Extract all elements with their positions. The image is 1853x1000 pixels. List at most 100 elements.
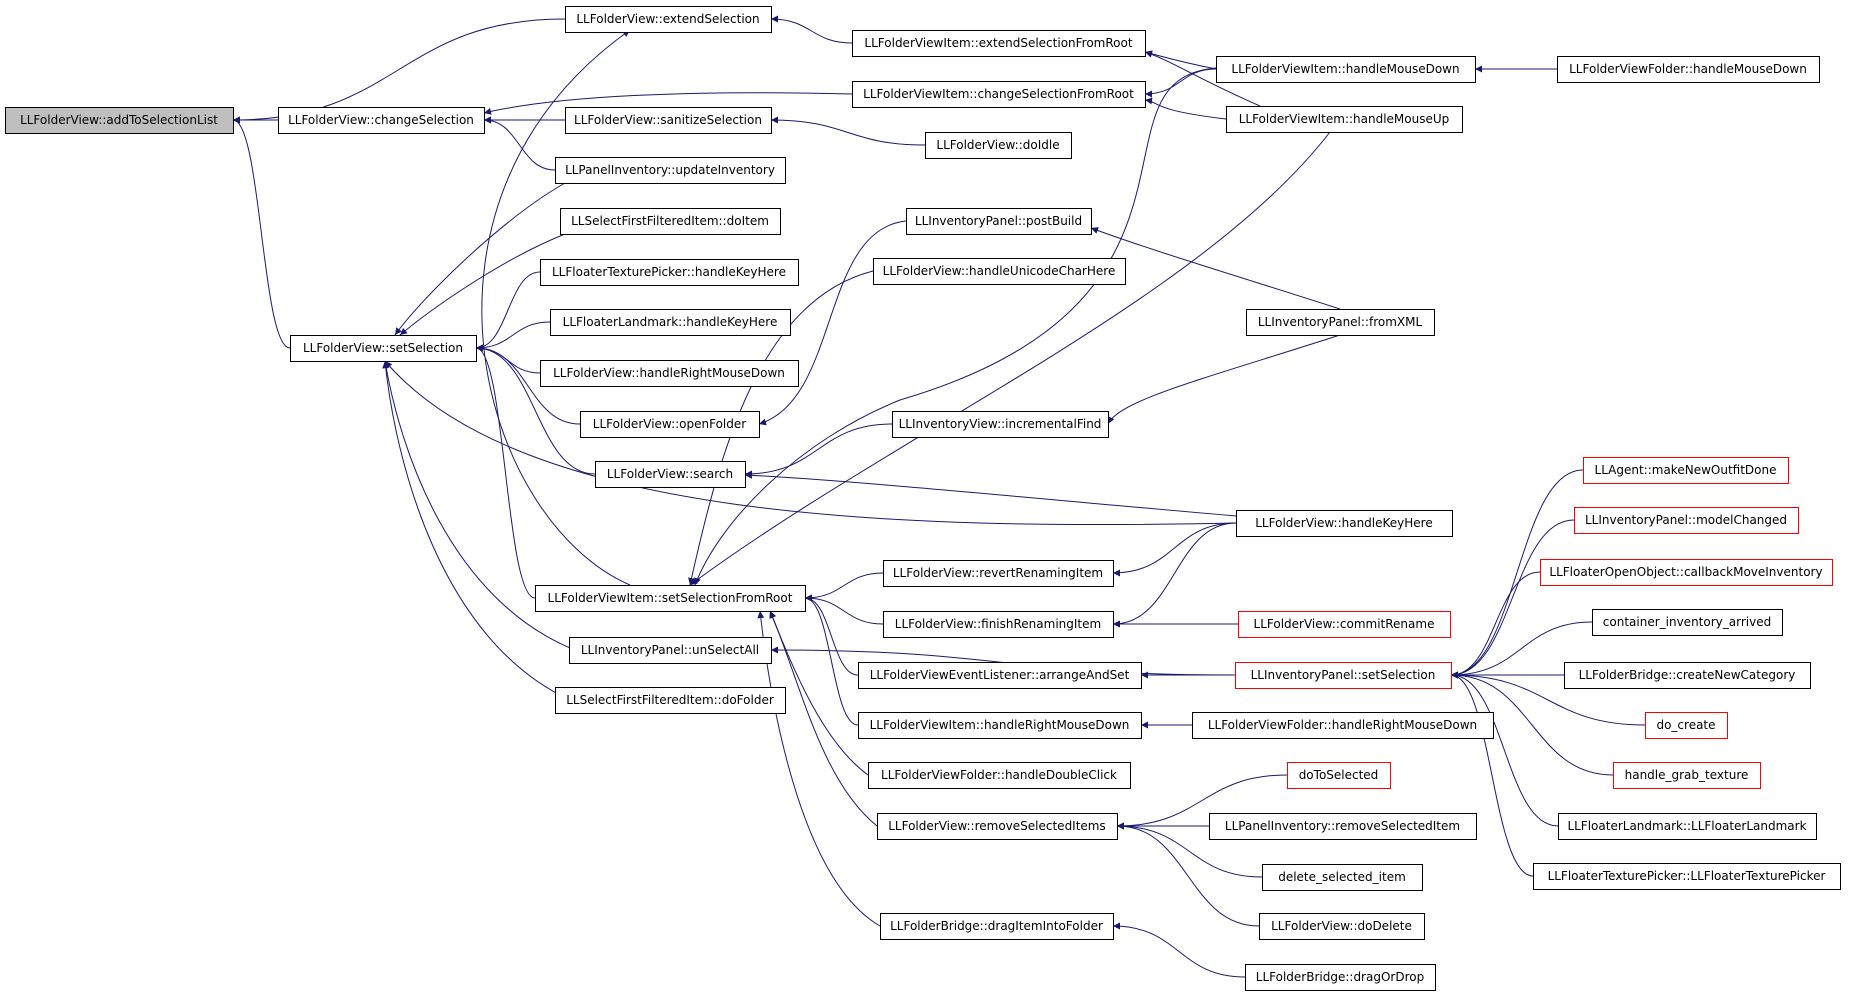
- node-label: LLInventoryPanel::setSelection: [1251, 668, 1436, 682]
- node-box: [877, 813, 1118, 840]
- node-label: LLAgent::makeNewOutfitDone: [1595, 463, 1777, 477]
- node-box: [873, 258, 1126, 285]
- edge-n25-to-n14: [744, 423, 893, 478]
- node-label: LLInventoryPanel::modelChanged: [1585, 513, 1787, 527]
- node-handle-grab-texture[interactable]: handle_grab_texture: [1613, 762, 1761, 789]
- edge-n14-to-n4: [475, 344, 596, 475]
- node-llpanelinventory-removeselecteditem[interactable]: LLPanelInventory::removeSelectedItem: [1209, 813, 1477, 840]
- node-llfolderviewfolder-handlerightmousedown[interactable]: LLFolderViewFolder::handleRightMouseDown: [1192, 712, 1494, 739]
- node-llinventorypanel-unselectall[interactable]: LLInventoryPanel::unSelectAll: [569, 637, 772, 664]
- node-llfolderview-commitrename[interactable]: LLFolderView::commitRename: [1238, 611, 1451, 638]
- node-llfolderview-handlerightmousedown[interactable]: LLFolderView::handleRightMouseDown: [540, 360, 799, 387]
- node-label: LLFolderView::handleRightMouseDown: [553, 366, 785, 380]
- edge-n45-to-n31: [1450, 621, 1593, 679]
- edge-n24-to-n25: [1107, 334, 1341, 425]
- edge-n6-to-n3: [483, 92, 853, 115]
- node-label: LLFolderViewFolder::handleMouseDown: [1569, 62, 1807, 76]
- node-llfolderview-addtoselectionlist[interactable]: LLFolderView::addToSelectionList: [5, 107, 234, 134]
- node-llfolderview-sanitizeselection[interactable]: LLFolderView::sanitizeSelection: [565, 107, 772, 134]
- node-llfloatertexturepicker-handlekeyhere[interactable]: LLFloaterTexturePicker::handleKeyHere: [540, 259, 799, 286]
- node-box: [858, 712, 1142, 739]
- node-dotoselected[interactable]: doToSelected: [1287, 762, 1391, 789]
- node-llfoldervieweventlistener-arrangeandset[interactable]: LLFolderViewEventListener::arrangeAndSet: [858, 662, 1142, 689]
- node-llinventorypanel-modelchanged[interactable]: LLInventoryPanel::modelChanged: [1574, 507, 1799, 534]
- node-llfolderview-changeselection[interactable]: LLFolderView::changeSelection: [278, 107, 485, 134]
- node-llfolderview-finishrenamingitem[interactable]: LLFolderView::finishRenamingItem: [883, 611, 1114, 638]
- node-label: LLFloaterTexturePicker::handleKeyHere: [552, 265, 786, 279]
- edge-n8-to-n3: [483, 116, 556, 171]
- edge-n27-to-n15: [804, 572, 884, 602]
- node-llfolderview-handleunicodecharhere[interactable]: LLFolderView::handleUnicodeCharHere: [873, 258, 1126, 285]
- node-llfolderview-dodelete[interactable]: LLFolderView::doDelete: [1259, 913, 1425, 940]
- node-llfloaterlandmark-llfloaterlandmark[interactable]: LLFloaterLandmark::LLFloaterLandmark: [1558, 813, 1817, 840]
- node-llfolderbridge-dragordrop[interactable]: LLFolderBridge::dragOrDrop: [1245, 964, 1436, 991]
- node-llfolderviewitem-extendselectionfromroot[interactable]: LLFolderViewItem::extendSelectionFromRoo…: [852, 30, 1146, 57]
- node-label: LLFolderView::openFolder: [593, 417, 746, 431]
- node-llfloaterlandmark-handlekeyhere[interactable]: LLFloaterLandmark::handleKeyHere: [550, 309, 791, 336]
- node-llfolderbridge-dragitemintofolder[interactable]: LLFolderBridge::dragItemIntoFolder: [880, 913, 1114, 940]
- node-llfolderbridge-createnewcategory[interactable]: LLFolderBridge::createNewCategory: [1564, 662, 1811, 689]
- node-box: [1613, 762, 1761, 789]
- edge-n38-to-n35: [1116, 822, 1263, 878]
- edge-n18-to-n5: [1144, 50, 1217, 70]
- node-label: LLFolderView::removeSelectedItems: [888, 819, 1106, 833]
- node-box: [1209, 813, 1477, 840]
- node-llfloateropenobject-callbackmoveinventory[interactable]: LLFloaterOpenObject::callbackMoveInvento…: [1540, 559, 1833, 586]
- node-llfolderview-revertrenamingitem[interactable]: LLFolderView::revertRenamingItem: [883, 560, 1114, 587]
- edge-n39-to-n35: [1116, 822, 1260, 927]
- edge-n35-to-n15: [769, 610, 878, 827]
- node-delete-selected-item[interactable]: delete_selected_item: [1262, 864, 1423, 891]
- node-llfolderview-removeselecteditems[interactable]: LLFolderView::removeSelectedItems: [877, 813, 1118, 840]
- node-label: LLPanelInventory::updateInventory: [565, 163, 775, 177]
- node-box: [1246, 309, 1435, 336]
- node-box: [1287, 762, 1391, 789]
- node-llfolderviewitem-handlemouseup[interactable]: LLFolderViewItem::handleMouseUp: [1226, 106, 1463, 133]
- node-llfolderview-setselection[interactable]: LLFolderView::setSelection: [290, 335, 477, 362]
- node-llinventorypanel-postbuild[interactable]: LLInventoryPanel::postBuild: [906, 208, 1092, 235]
- node-llfloatertexturepicker-llfloatertexturepicker[interactable]: LLFloaterTexturePicker::LLFloaterTexture…: [1533, 863, 1841, 890]
- node-label: LLFolderView::doIdle: [936, 138, 1059, 152]
- edge-n28-to-n15: [804, 594, 884, 625]
- node-label: do_create: [1656, 718, 1715, 732]
- node-llselectfirstfiltereditem-dofolder[interactable]: LLSelectFirstFilteredItem::doFolder: [555, 687, 786, 714]
- edge-n50-to-n31: [1450, 671, 1534, 877]
- edge-n26-to-n4: [384, 360, 1237, 526]
- node-llfolderviewfolder-handledoubleclick[interactable]: LLFolderViewFolder::handleDoubleClick: [868, 762, 1131, 789]
- node-container-inventory-arrived[interactable]: container_inventory_arrived: [1592, 609, 1783, 636]
- node-llinventoryview-incrementalfind[interactable]: LLInventoryView::incrementalFind: [892, 411, 1109, 438]
- node-do-create[interactable]: do_create: [1645, 712, 1728, 739]
- node-box: [278, 107, 485, 134]
- nodes-layer: LLFolderView::addToSelectionListLLFolder…: [5, 6, 1841, 991]
- node-llagent-makenewoutfitdone[interactable]: LLAgent::makeNewOutfitDone: [1583, 457, 1789, 484]
- node-box: [535, 585, 806, 612]
- node-llinventorypanel-setselection[interactable]: LLInventoryPanel::setSelection: [1235, 662, 1452, 689]
- edge-n30-to-n15: [804, 594, 859, 676]
- node-llfolderview-doidle[interactable]: LLFolderView::doIdle: [925, 132, 1072, 159]
- node-label: LLSelectFirstFilteredItem::doItem: [571, 214, 769, 228]
- edge-n5-to-n2: [770, 15, 853, 44]
- node-box: [892, 411, 1109, 438]
- node-llinventorypanel-fromxml[interactable]: LLInventoryPanel::fromXML: [1246, 309, 1435, 336]
- node-box: [858, 662, 1142, 689]
- node-llfolderview-openfolder[interactable]: LLFolderView::openFolder: [580, 411, 760, 438]
- node-llfolderviewfolder-handlemousedown[interactable]: LLFolderViewFolder::handleMouseDown: [1557, 56, 1820, 83]
- node-llfolderviewitem-changeselectionfromroot[interactable]: LLFolderViewItem::changeSelectionFromRoo…: [852, 81, 1146, 108]
- node-label: LLFolderViewItem::changeSelectionFromRoo…: [863, 87, 1134, 101]
- node-label: LLPanelInventory::removeSelectedItem: [1225, 819, 1460, 833]
- node-llfolderview-search[interactable]: LLFolderView::search: [595, 461, 746, 488]
- node-box: [880, 913, 1114, 940]
- node-label: LLFolderBridge::dragOrDrop: [1256, 970, 1424, 984]
- edge-n42-to-n31: [1450, 469, 1584, 679]
- node-llpanelinventory-updateinventory[interactable]: LLPanelInventory::updateInventory: [555, 157, 786, 184]
- node-llfolderview-handlekeyhere[interactable]: LLFolderView::handleKeyHere: [1236, 510, 1453, 537]
- node-llselectfirstfiltereditem-doitem[interactable]: LLSelectFirstFilteredItem::doItem: [560, 208, 781, 235]
- edge-n36-to-n35: [1116, 774, 1288, 830]
- edge-n8-to-n4: [394, 182, 566, 336]
- node-llfolderviewitem-setselectionfromroot[interactable]: LLFolderViewItem::setSelectionFromRoot: [535, 585, 806, 612]
- node-label: delete_selected_item: [1278, 870, 1406, 884]
- node-llfolderviewitem-handlerightmousedown[interactable]: LLFolderViewItem::handleRightMouseDown: [858, 712, 1142, 739]
- node-box: [1226, 106, 1463, 133]
- node-llfolderview-extendselection[interactable]: LLFolderView::extendSelection: [565, 6, 772, 33]
- node-box: [580, 411, 760, 438]
- node-llfolderviewitem-handlemousedown[interactable]: LLFolderViewItem::handleMouseDown: [1216, 56, 1476, 83]
